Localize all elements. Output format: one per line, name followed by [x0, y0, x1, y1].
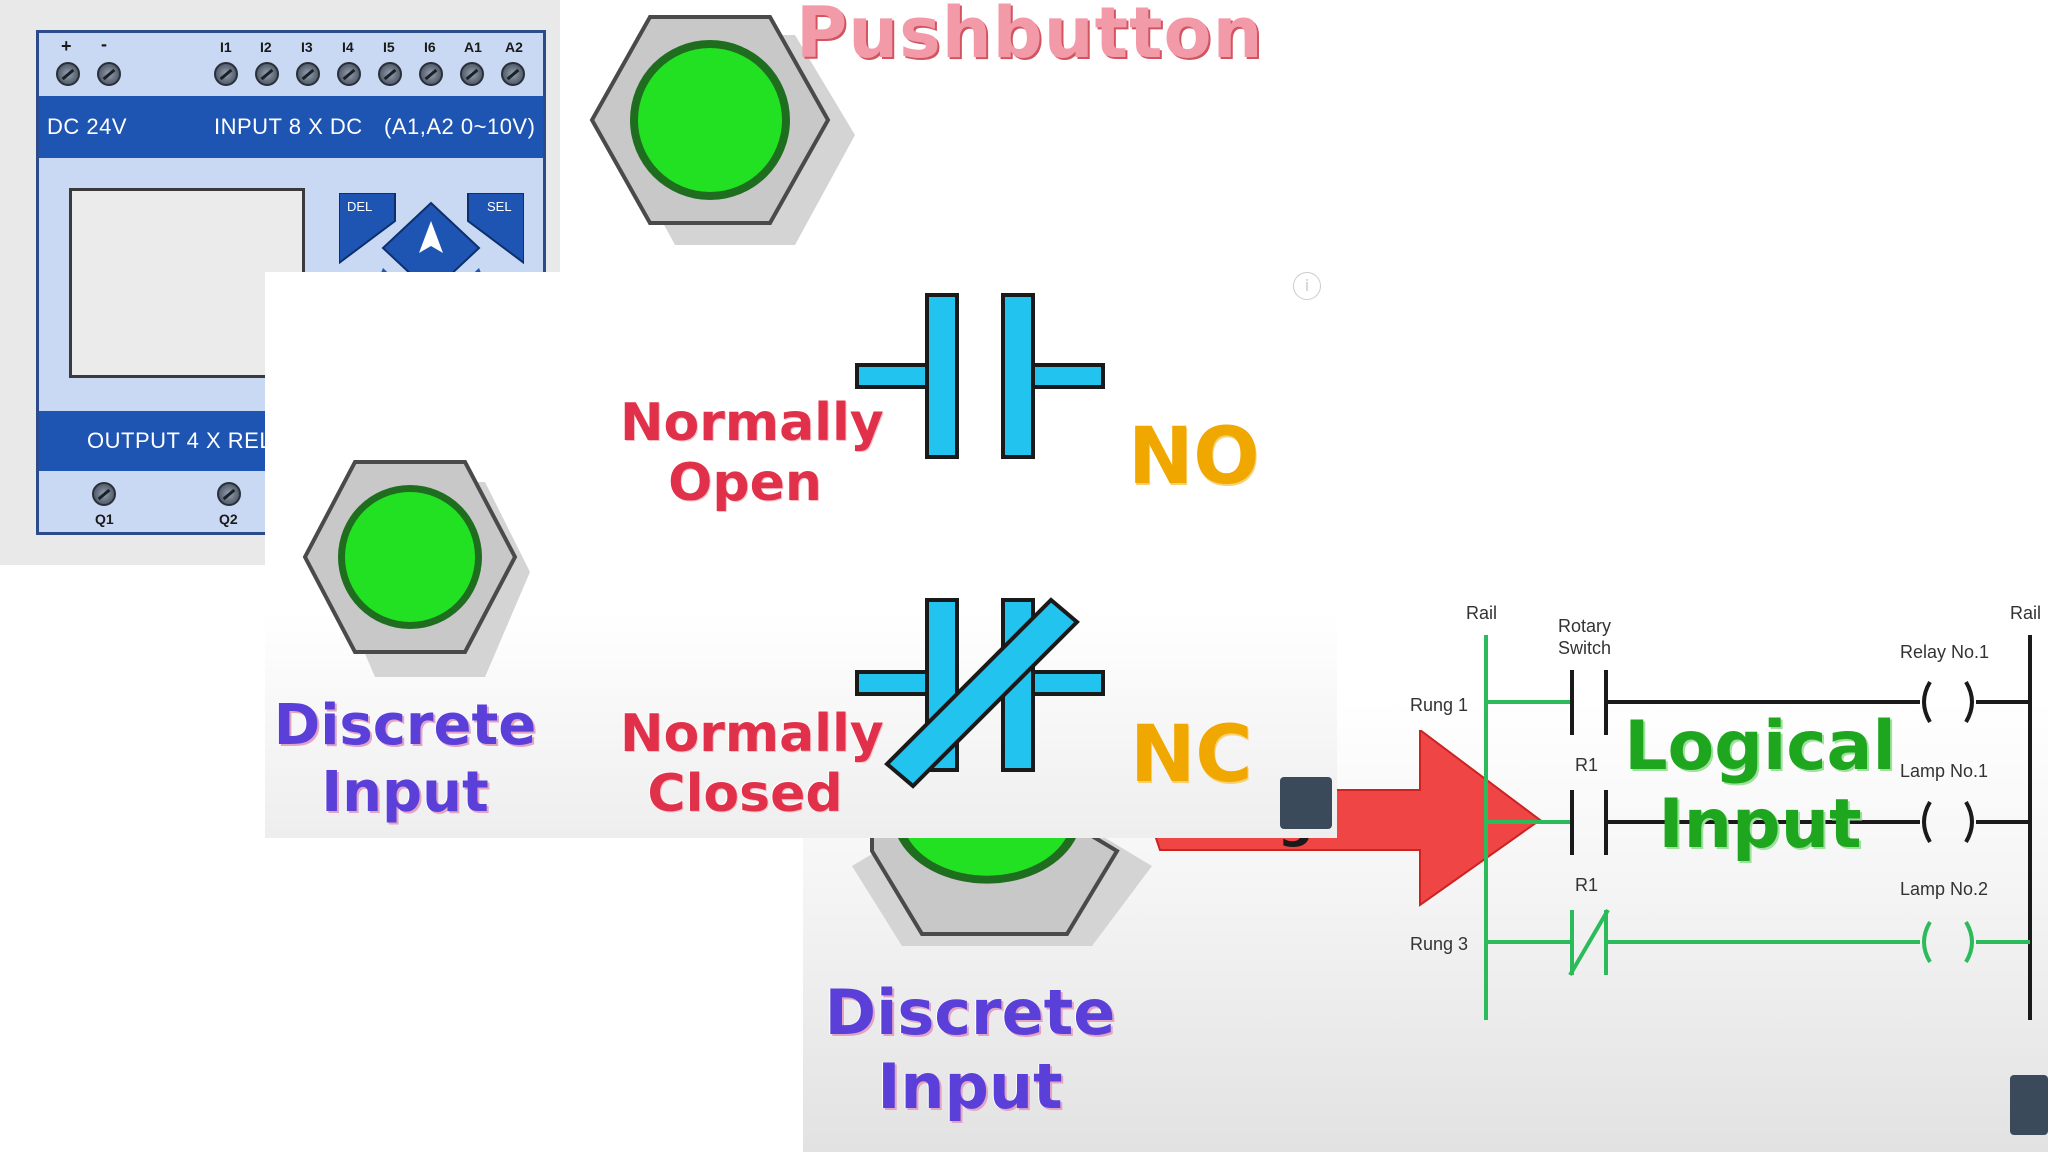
terminal-label-i1: I1 [220, 39, 232, 55]
terminal-screw [217, 482, 241, 506]
terminal-label-i6: I6 [424, 39, 436, 55]
discrete-input-front-line1: Discrete [273, 693, 537, 758]
terminal-label-minus: - [101, 34, 107, 54]
rail-right-label: Rail [2010, 603, 2042, 623]
terminal-screw [419, 62, 443, 86]
mapping-arrow [1140, 730, 1542, 907]
pushbutton-top-graphic [589, 15, 855, 245]
ladder-diagram [1484, 635, 2032, 1020]
r1-label-b: R1 [1575, 875, 1599, 895]
rotary-switch-label: Rotary Switch [1558, 616, 1612, 658]
relay1-label: Relay No.1 [1900, 642, 1990, 662]
terminal-label-q2: Q2 [219, 511, 238, 527]
pushbutton-back-graphic [852, 836, 1152, 946]
channel-logo-back [2010, 1075, 2048, 1135]
logical-input-label: Logical Input [1600, 707, 1920, 865]
terminal-screw [214, 62, 238, 86]
terminal-screw [97, 62, 121, 86]
normally-closed-line1: Normally [620, 704, 884, 764]
sel-key-label: SEL [487, 199, 512, 214]
terminal-label-i4: I4 [342, 39, 354, 55]
pushbutton-front-graphic [302, 460, 530, 677]
rail-left-label: Rail [1466, 603, 1498, 623]
terminal-label-q1: Q1 [95, 511, 114, 527]
analog-label: (A1,A2 0~10V) [384, 114, 536, 139]
terminal-screw [337, 62, 361, 86]
terminal-label-i3: I3 [301, 39, 313, 55]
normally-open-line1: Normally [620, 393, 884, 453]
nc-abbreviation: NC [1130, 710, 1253, 800]
terminal-screw [56, 62, 80, 86]
plc-top-terminal-strip: + - I1 I2 I3 I4 I5 I6 A1 A2 [39, 33, 543, 96]
logical-input-line1: Logical [1624, 707, 1896, 786]
power-label: DC 24V [47, 114, 128, 139]
rung1-label: Rung 1 [1410, 695, 1469, 715]
input-label: INPUT 8 X DC [214, 114, 363, 139]
plc-input-bar: DC 24V INPUT 8 X DC (A1,A2 0~10V) [39, 96, 543, 158]
logical-input-line2: Input [1658, 785, 1862, 865]
discrete-input-back-line1: Discrete [824, 976, 1116, 1049]
normally-closed-label: Normally Closed [620, 704, 884, 825]
normally-open-contact-symbol [855, 293, 1105, 459]
terminal-screw [460, 62, 484, 86]
lamp2-label: Lamp No.2 [1900, 879, 1989, 899]
r1-label-a: R1 [1575, 755, 1599, 775]
discrete-input-front-label: Discrete Input [265, 692, 545, 826]
discrete-input-back-label: Discrete Input [815, 976, 1125, 1125]
plc-keypad[interactable]: DEL SEL [338, 192, 525, 303]
normally-closed-contact-symbol [855, 597, 1105, 789]
terminal-label-a1: A1 [464, 39, 482, 55]
terminal-screw [296, 62, 320, 86]
rung3-label: Rung 3 [1410, 934, 1469, 954]
discrete-input-back-line2: Input [877, 1050, 1063, 1124]
del-key-label: DEL [347, 199, 373, 214]
terminal-label-i2: I2 [260, 39, 272, 55]
lamp1-label: Lamp No.1 [1900, 761, 1989, 781]
terminal-label-plus: + [61, 36, 72, 56]
info-icon[interactable]: i [1293, 272, 1321, 300]
no-abbreviation: NO [1128, 412, 1260, 502]
pushbutton-title: Pushbutton [796, 0, 1264, 74]
output-label: OUTPUT 4 X REL [87, 428, 273, 453]
normally-open-label: Normally Open [620, 393, 884, 514]
normally-closed-line2: Closed [647, 763, 843, 824]
terminal-label-a2: A2 [505, 39, 523, 55]
terminal-screw [255, 62, 279, 86]
terminal-label-i5: I5 [383, 39, 395, 55]
channel-logo-front [1280, 777, 1332, 829]
terminal-screw [92, 482, 116, 506]
normally-open-line2: Open [668, 452, 822, 513]
terminal-screw [501, 62, 525, 86]
terminal-screw [378, 62, 402, 86]
discrete-input-front-line2: Input [321, 760, 489, 826]
front-slide-panel: i Discrete Input Normally Open NO Normal… [265, 272, 1337, 838]
